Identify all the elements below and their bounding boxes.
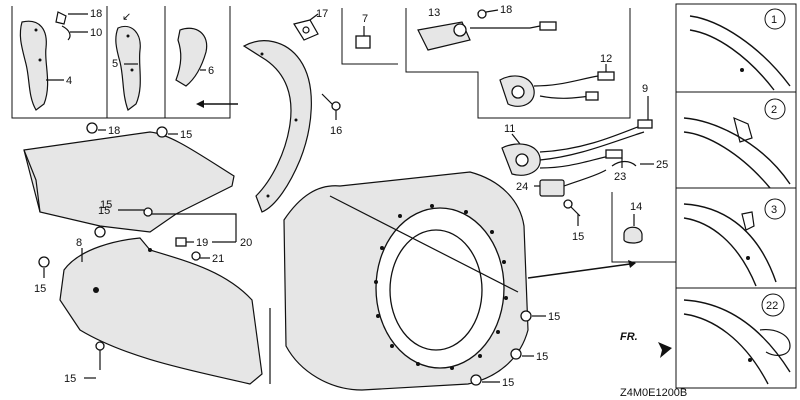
main-fan-shroud bbox=[269, 171, 529, 391]
callout-15-guide-bottom: 15 bbox=[64, 373, 76, 385]
upper-shroud bbox=[242, 40, 312, 213]
part-6-cover bbox=[175, 27, 208, 87]
front-label: FR. bbox=[620, 331, 638, 343]
front-direction-indicator: FR. bbox=[620, 331, 672, 358]
wire-13 bbox=[470, 25, 541, 29]
callout-10: 10 bbox=[90, 27, 102, 39]
callout-15-shroud-b: 15 bbox=[536, 351, 548, 363]
part-7-clip bbox=[355, 35, 371, 49]
callout-15-shroud-a: 15 bbox=[548, 311, 560, 323]
part-14-group: 14 bbox=[611, 192, 676, 263]
upper-shroud-group: 16 bbox=[242, 40, 342, 213]
callout-6: 6 bbox=[208, 65, 214, 77]
detail-panel-3: 3 bbox=[675, 187, 797, 289]
part-17-holder bbox=[293, 19, 319, 41]
part-18-clip bbox=[55, 11, 67, 25]
switch-wiring-group: 11 9 25 23 24 15 bbox=[501, 83, 668, 243]
callout-15-guide-top: 15 bbox=[180, 129, 192, 141]
bolt-18-left bbox=[86, 122, 98, 134]
callout-21: 21 bbox=[212, 253, 224, 265]
top-left-frame bbox=[11, 6, 231, 119]
callout-18-left: 18 bbox=[108, 125, 120, 137]
callout-20: 20 bbox=[240, 237, 252, 249]
callout-15-switch: 15 bbox=[572, 231, 584, 243]
callout-15-guide-inner: 15 bbox=[100, 199, 112, 211]
callout-7: 7 bbox=[362, 13, 368, 25]
detail-panel-2: 2 bbox=[675, 91, 797, 189]
part-5-cover bbox=[115, 25, 141, 111]
panel-label-22: 22 bbox=[766, 300, 778, 312]
callout-18-top: 18 bbox=[90, 8, 102, 20]
top-right-parts-group: 18 13 12 bbox=[405, 4, 631, 119]
callout-23: 23 bbox=[614, 171, 626, 183]
part-4-cover bbox=[19, 20, 49, 111]
wire-12 bbox=[533, 75, 599, 87]
svg-text:↙: ↙ bbox=[122, 11, 131, 23]
bolt-16 bbox=[321, 93, 333, 105]
callout-15-guide-mid: 15 bbox=[98, 205, 110, 217]
part-14-grommet bbox=[623, 226, 643, 244]
callout-17: 17 bbox=[316, 8, 328, 20]
callout-9: 9 bbox=[642, 83, 648, 95]
upper-air-guide bbox=[23, 131, 235, 233]
top-left-parts-group: 18 10 4 5 6 ↙ bbox=[11, 6, 231, 119]
top-middle-parts-group: 17 7 bbox=[293, 8, 398, 65]
wire-9b bbox=[539, 131, 645, 161]
part-18-screw-b bbox=[477, 9, 487, 19]
part-19-spring bbox=[175, 237, 187, 247]
callout-5: 5 bbox=[112, 58, 118, 70]
air-guide-group: 18 15 15 8 15 15 19 21 20 15 bbox=[23, 122, 263, 385]
arrow-right bbox=[527, 263, 631, 279]
detail-panel-22: 22 bbox=[675, 287, 797, 389]
shroud-bolts: 15 15 15 bbox=[470, 310, 560, 389]
callout-12: 12 bbox=[600, 53, 612, 65]
part-25-clip bbox=[611, 160, 637, 167]
panel-label-1: 1 bbox=[771, 14, 777, 26]
wire-9a bbox=[539, 125, 641, 153]
callout-4: 4 bbox=[66, 75, 72, 87]
callout-16: 16 bbox=[330, 125, 342, 137]
part-21-screw bbox=[191, 251, 201, 261]
part-10-wire bbox=[61, 25, 71, 41]
callout-15-guide-left: 15 bbox=[34, 283, 46, 295]
lower-air-guide bbox=[59, 237, 263, 385]
front-arrow-icon bbox=[640, 340, 672, 358]
callout-11: 11 bbox=[504, 123, 515, 135]
callout-19: 19 bbox=[196, 237, 208, 249]
panel-label-3: 3 bbox=[771, 204, 777, 216]
callout-13: 13 bbox=[428, 7, 440, 19]
detail-panel-1: 1 bbox=[675, 3, 797, 93]
callout-15-shroud-c: 15 bbox=[502, 377, 514, 389]
callout-8: 8 bbox=[76, 237, 82, 249]
leader-line-wire bbox=[329, 195, 519, 293]
diagram-code: Z4M0E1200B bbox=[620, 387, 687, 399]
callout-24: 24 bbox=[516, 181, 528, 193]
part-24-unit bbox=[539, 179, 565, 197]
panel-label-2: 2 bbox=[771, 104, 777, 116]
shroud-opening-inner bbox=[389, 229, 483, 351]
callout-25: 25 bbox=[656, 159, 668, 171]
callout-14: 14 bbox=[630, 201, 642, 213]
callout-18-right: 18 bbox=[500, 4, 512, 16]
